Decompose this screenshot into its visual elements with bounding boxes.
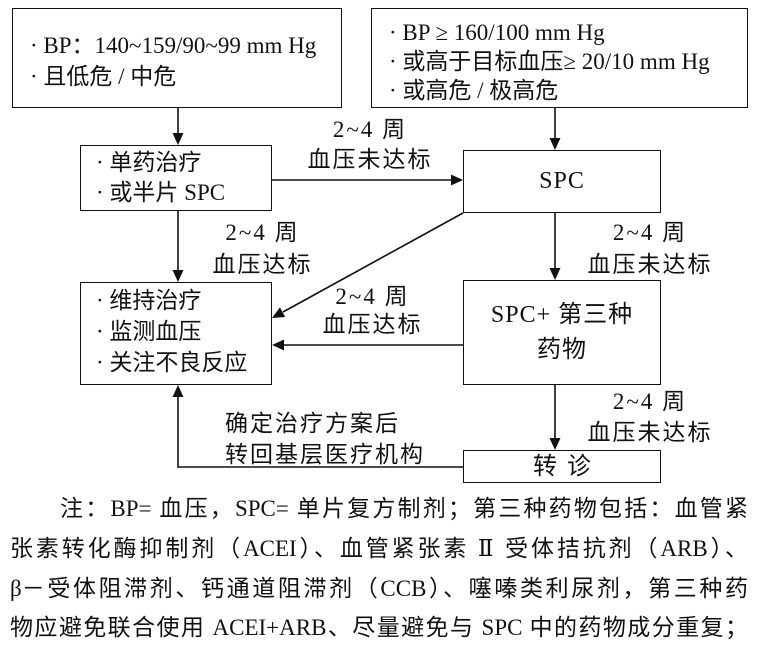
bp-high-risk-box: · BP ≥ 160/100 mm Hg · 或高于目标血压≥ 20/10 mm… <box>371 8 748 108</box>
arrow-spc-third-drug-to-referral <box>549 385 561 450</box>
edge-label-condition: 血压未达标 <box>587 252 713 277</box>
arrow-bp-grade1-to-monotherapy <box>172 108 184 145</box>
referral-box: 转诊 <box>463 450 661 483</box>
edge-label-interval: 2~4 周 <box>612 389 688 414</box>
edge-label-monotherapy-to-maintain: 2~4 周 血压达标 <box>200 217 325 281</box>
box-line: · 单药治疗 <box>96 150 202 175</box>
box-line: · 关注不良反应 <box>96 350 248 375</box>
box-line: SPC+ 第三种 <box>490 301 634 328</box>
edge-label-interval: 2~4 周 <box>225 220 300 245</box>
edge-label-condition: 血压达标 <box>212 252 313 277</box>
box-line: 转诊 <box>533 453 601 480</box>
box-line: · 维持治疗 <box>96 288 202 313</box>
box-line: · 且低危 / 中危 <box>30 64 177 89</box>
edge-label-spc-to-spc-third-drug: 2~4 周 血压未达标 <box>585 217 715 281</box>
edge-label-interval: 2~4 周 <box>332 117 408 142</box>
box-line: · BP ≥ 160/100 mm Hg <box>389 20 605 45</box>
monotherapy-box: · 单药治疗 · 或半片 SPC <box>80 145 272 211</box>
footnote-line: 物应避免联合使用 ACEI+ARB、尽量避免与 SPC 中的药物成分重复； <box>10 615 748 640</box>
arrow-spc-to-spc-third-drug <box>549 213 561 280</box>
box-line: · 或高危 / 极高危 <box>389 78 559 103</box>
arrow-monotherapy-to-maintain <box>172 211 184 282</box>
box-line: · BP：140~159/90~99 mm Hg <box>30 33 317 58</box>
edge-label-action: 转回基层医疗机构 <box>225 442 425 467</box>
footnote-line: β－受体阻滞剂、钙通道阻滞剂（CCB）、噻嗪类利尿剂，第三种药 <box>10 576 748 601</box>
spc-third-drug-box: SPC+ 第三种 药物 <box>463 280 661 385</box>
box-line: 药物 <box>537 336 587 363</box>
edge-label-spc-to-maintain: 2~4 周 血压达标 <box>310 283 435 339</box>
edge-label-referral-to-maintain: 确定治疗方案后 转回基层医疗机构 <box>225 408 455 470</box>
edge-label-condition: 确定治疗方案后 <box>225 411 400 436</box>
edge-label-spc-third-drug-to-referral: 2~4 周 血压未达标 <box>585 386 715 448</box>
box-line: · 或半片 SPC <box>96 180 226 205</box>
arrow-spc-third-drug-to-maintain <box>272 339 463 351</box>
edge-label-condition: 血压达标 <box>322 312 423 337</box>
box-line: · 或高于目标血压≥ 20/10 mm Hg <box>389 49 710 74</box>
maintain-monitor-box: · 维持治疗 · 监测血压 · 关注不良反应 <box>80 282 272 385</box>
footnote-line: 注：BP= 血压，SPC= 单片复方制剂；第三种药物包括：血管紧 <box>60 496 748 521</box>
edge-label-condition: 血压未达标 <box>307 147 433 172</box>
bp-grade1-low-moderate-risk-box: · BP：140~159/90~99 mm Hg · 且低危 / 中危 <box>12 8 342 108</box>
edge-label-interval: 2~4 周 <box>612 220 688 245</box>
edge-label-monotherapy-to-spc: 2~4 周 血压未达标 <box>290 115 450 175</box>
footnote-line: 张素转化酶抑制剂（ACEI）、血管紧张素 Ⅱ 受体拮抗剂（ARB）、 <box>10 536 748 561</box>
edge-label-interval: 2~4 周 <box>335 284 410 309</box>
spc-box: SPC <box>463 150 661 213</box>
box-line: · 监测血压 <box>96 319 202 344</box>
box-line: SPC <box>539 168 585 194</box>
arrow-monotherapy-to-spc <box>272 174 463 186</box>
edge-label-condition: 血压未达标 <box>587 420 713 445</box>
arrow-bp-high-to-spc <box>549 108 561 150</box>
